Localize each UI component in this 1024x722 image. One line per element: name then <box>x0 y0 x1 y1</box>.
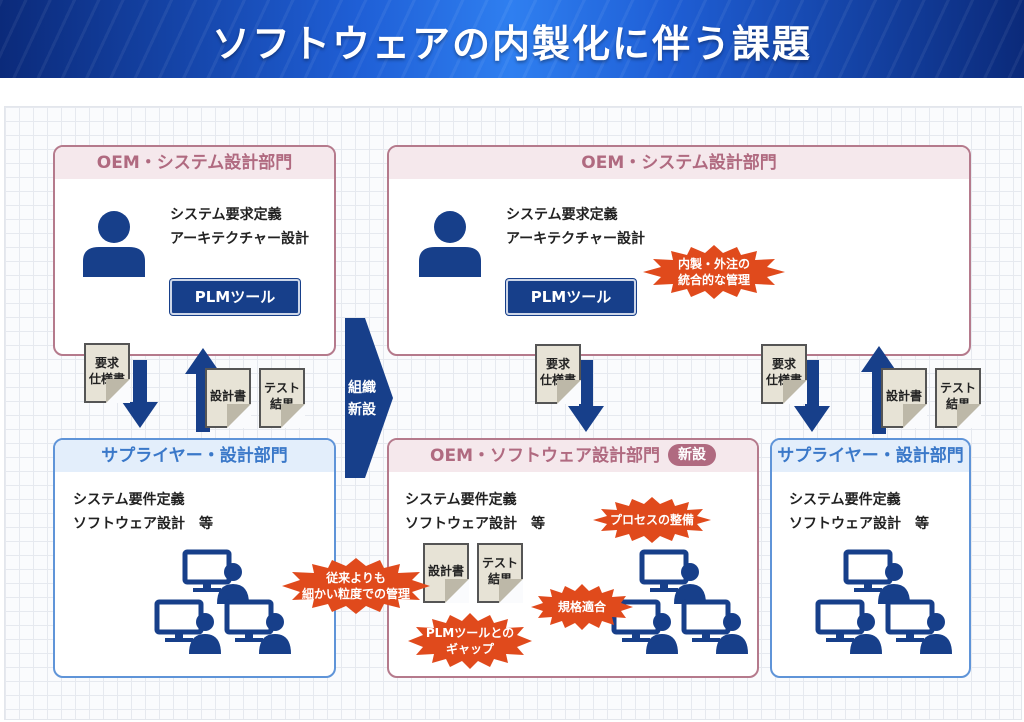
right-oem-line1: システム要求定義 <box>506 207 618 223</box>
left-supplier-line2: ソフトウェア設計 等 <box>73 516 213 532</box>
doc-design-spec: 設計書 <box>205 368 251 428</box>
burst-plm-gap: PLMツールとの ギャップ <box>408 613 532 669</box>
left-supplier-line1: システム要件定義 <box>73 492 185 508</box>
left-plm-tool: PLMツール <box>170 279 300 315</box>
burst-text: 統合的な管理 <box>677 273 750 287</box>
header-banner: ソフトウェアの内製化に伴う課題 <box>0 0 1024 78</box>
burst-shape <box>593 497 711 543</box>
doc-label: 結果 <box>487 572 512 586</box>
new-badge: 新設 <box>667 444 716 466</box>
doc-label: 要求 <box>771 357 796 371</box>
header-decoration <box>0 0 1024 78</box>
doc-label: テスト <box>481 556 518 570</box>
right-supplier-header: サプライヤー・設計部門 <box>772 440 969 472</box>
burst-shape <box>643 245 785 299</box>
person-icon <box>83 211 145 277</box>
oem-software-line1: システム要件定義 <box>405 492 517 508</box>
right-supplier-line2: ソフトウェア設計 等 <box>789 516 929 532</box>
arrow-down-icon <box>568 360 604 432</box>
burst-shape <box>531 584 633 630</box>
doc-design-spec: 設計書 <box>423 543 469 603</box>
oem-software-title: OEM・ソフトウェア設計部門 <box>430 446 660 466</box>
doc-label: 設計書 <box>885 389 922 403</box>
burst-text: プロセスの整備 <box>609 513 694 527</box>
burst-text: 従来よりも <box>326 571 386 585</box>
doc-requirement-spec: 要求 仕様書 <box>84 343 130 403</box>
arrow-down-icon <box>794 360 830 432</box>
doc-test-result: テスト 結果 <box>477 543 523 603</box>
center-chevron-arrow <box>345 318 393 478</box>
right-plm-tool: PLMツール <box>506 279 636 315</box>
doc-label: 結果 <box>269 397 294 411</box>
right-oem-box: OEM・システム設計部門 システム要求定義 アーキテクチャー設計 PLMツール <box>387 145 971 356</box>
left-oem-line2: アーキテクチャー設計 <box>170 231 310 247</box>
team-computers-icon <box>611 549 748 654</box>
burst-finer-granularity: 従来よりも 細かい粒度での管理 <box>282 558 430 614</box>
burst-shape <box>408 613 532 669</box>
doc-label: テスト <box>939 381 976 395</box>
page-title: ソフトウェアの内製化に伴う課題 <box>211 22 812 66</box>
doc-design-spec: 設計書 <box>881 368 927 428</box>
arrow-down-icon <box>122 360 158 428</box>
burst-integrated-management: 内製・外注の 統合的な管理 <box>643 245 785 299</box>
left-oem-box: OEM・システム設計部門 システム要求定義 アーキテクチャー設計 PLMツール <box>53 145 336 356</box>
left-supplier-header: サプライヤー・設計部門 <box>55 440 334 472</box>
right-oem-header: OEM・システム設計部門 <box>389 147 969 179</box>
right-oem-line2: アーキテクチャー設計 <box>506 231 646 247</box>
doc-label: 仕様書 <box>539 373 576 387</box>
burst-compliance: 規格適合 <box>531 584 633 630</box>
doc-requirement-spec: 要求 仕様書 <box>761 344 807 404</box>
burst-text: 規格適合 <box>557 600 606 614</box>
doc-label: 仕様書 <box>765 373 802 387</box>
doc-label: 設計書 <box>209 389 246 403</box>
doc-label: 要求 <box>94 356 119 370</box>
burst-process: プロセスの整備 <box>593 497 711 543</box>
team-computers-icon <box>154 549 291 654</box>
doc-requirement-spec: 要求 仕様書 <box>535 344 581 404</box>
doc-test-result: テスト 結果 <box>935 368 981 428</box>
doc-label: 要求 <box>545 357 570 371</box>
doc-test-result: テスト 結果 <box>259 368 305 428</box>
burst-text: 内製・外注の <box>677 257 750 271</box>
left-oem-line1: システム要求定義 <box>170 207 282 223</box>
right-supplier-line1: システム要件定義 <box>789 492 901 508</box>
center-arrow-label-1: 組織 <box>348 380 376 396</box>
oem-software-header: OEM・ソフトウェア設計部門新設 <box>389 440 757 472</box>
burst-shape <box>282 558 430 614</box>
oem-software-line2: ソフトウェア設計 等 <box>405 516 545 532</box>
doc-label: 結果 <box>945 397 970 411</box>
left-oem-header: OEM・システム設計部門 <box>55 147 334 179</box>
burst-text: 細かい粒度での管理 <box>301 587 410 601</box>
person-icon <box>419 211 481 277</box>
burst-text: ギャップ <box>445 642 494 656</box>
burst-text: PLMツールとの <box>425 626 515 640</box>
doc-label: テスト <box>263 381 300 395</box>
center-arrow-label-2: 新設 <box>348 402 376 418</box>
team-computers-icon <box>815 549 952 654</box>
doc-label: 仕様書 <box>88 372 125 386</box>
doc-label: 設計書 <box>427 564 464 578</box>
